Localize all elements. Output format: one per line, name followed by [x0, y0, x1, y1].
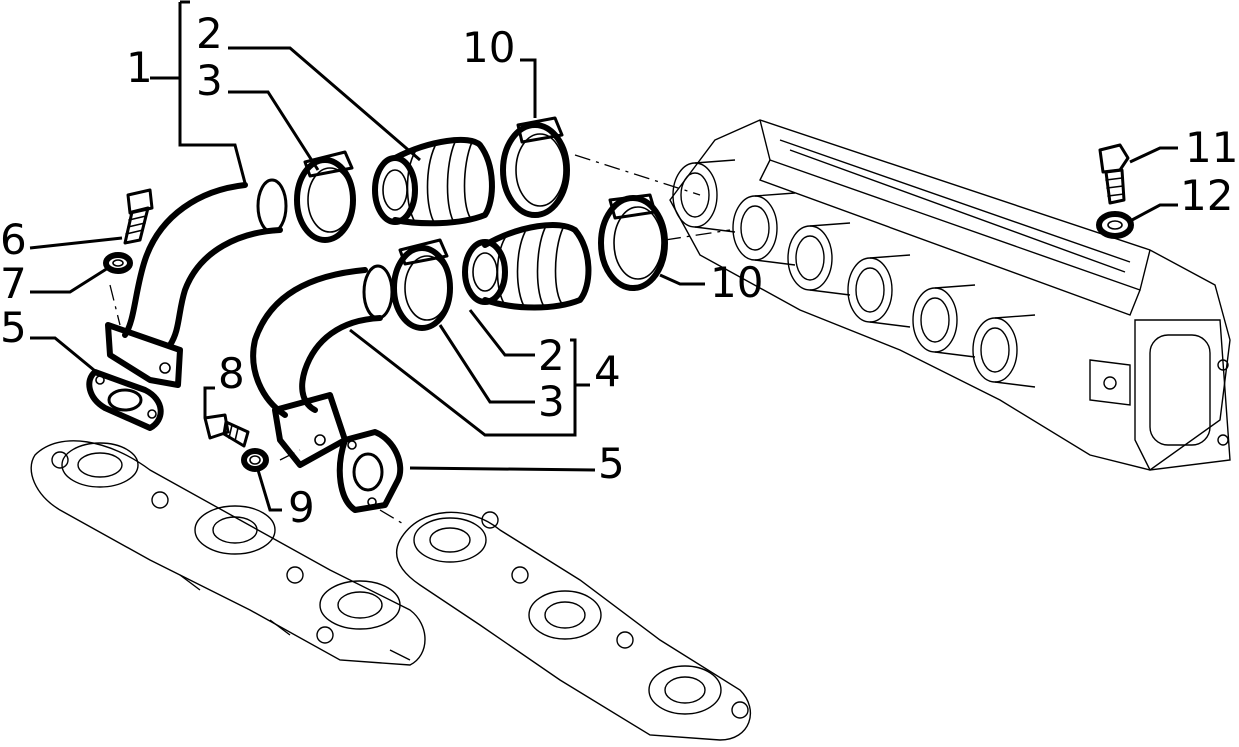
- callout-10-top: 10: [462, 23, 515, 72]
- callout-7: 7: [0, 259, 27, 308]
- bolt-6: [123, 188, 154, 245]
- gasket-right: [336, 429, 404, 513]
- callout-5-left: 5: [0, 303, 27, 352]
- callout-2-bottom: 2: [538, 331, 565, 380]
- clamp-lower-right: [598, 193, 668, 291]
- callout-3-top: 3: [196, 56, 223, 105]
- washer-9: [241, 448, 269, 472]
- callout-8: 8: [218, 349, 245, 398]
- callout-2-top: 2: [196, 9, 223, 58]
- gasket-left: [86, 369, 164, 431]
- washer-7: [103, 252, 133, 274]
- washer-12: [1096, 211, 1134, 239]
- assembly-axis-lines: [109, 154, 731, 526]
- right-exhaust-manifold: [395, 511, 751, 741]
- clamp-upper-left: [294, 150, 356, 243]
- left-exhaust-manifold: [30, 440, 426, 666]
- bellows-sleeve-upper: [372, 136, 495, 227]
- clamp-lower-left: [391, 238, 453, 331]
- bolt-11: [1098, 143, 1130, 205]
- callout-1: 1: [126, 43, 153, 92]
- callout-10-mid: 10: [710, 258, 763, 307]
- callout-4: 4: [594, 347, 621, 396]
- bellows-sleeve-lower: [462, 222, 592, 311]
- clamp-upper-right: [500, 116, 570, 218]
- upper-connecting-pipe: [105, 178, 288, 388]
- intake-manifold: [669, 119, 1231, 471]
- callout-numbers: 1 2 3 10 11 12 6 7 5 10 8 9 2 3 4 5: [0, 9, 1238, 532]
- leader-lines: [29, 0, 1178, 512]
- callout-11: 11: [1185, 123, 1238, 172]
- bolt-8: [203, 413, 250, 448]
- callout-9: 9: [288, 483, 315, 532]
- callout-5-bottom: 5: [598, 439, 625, 488]
- callout-6: 6: [0, 215, 27, 264]
- callout-3-bottom: 3: [538, 377, 565, 426]
- callout-12: 12: [1180, 171, 1233, 220]
